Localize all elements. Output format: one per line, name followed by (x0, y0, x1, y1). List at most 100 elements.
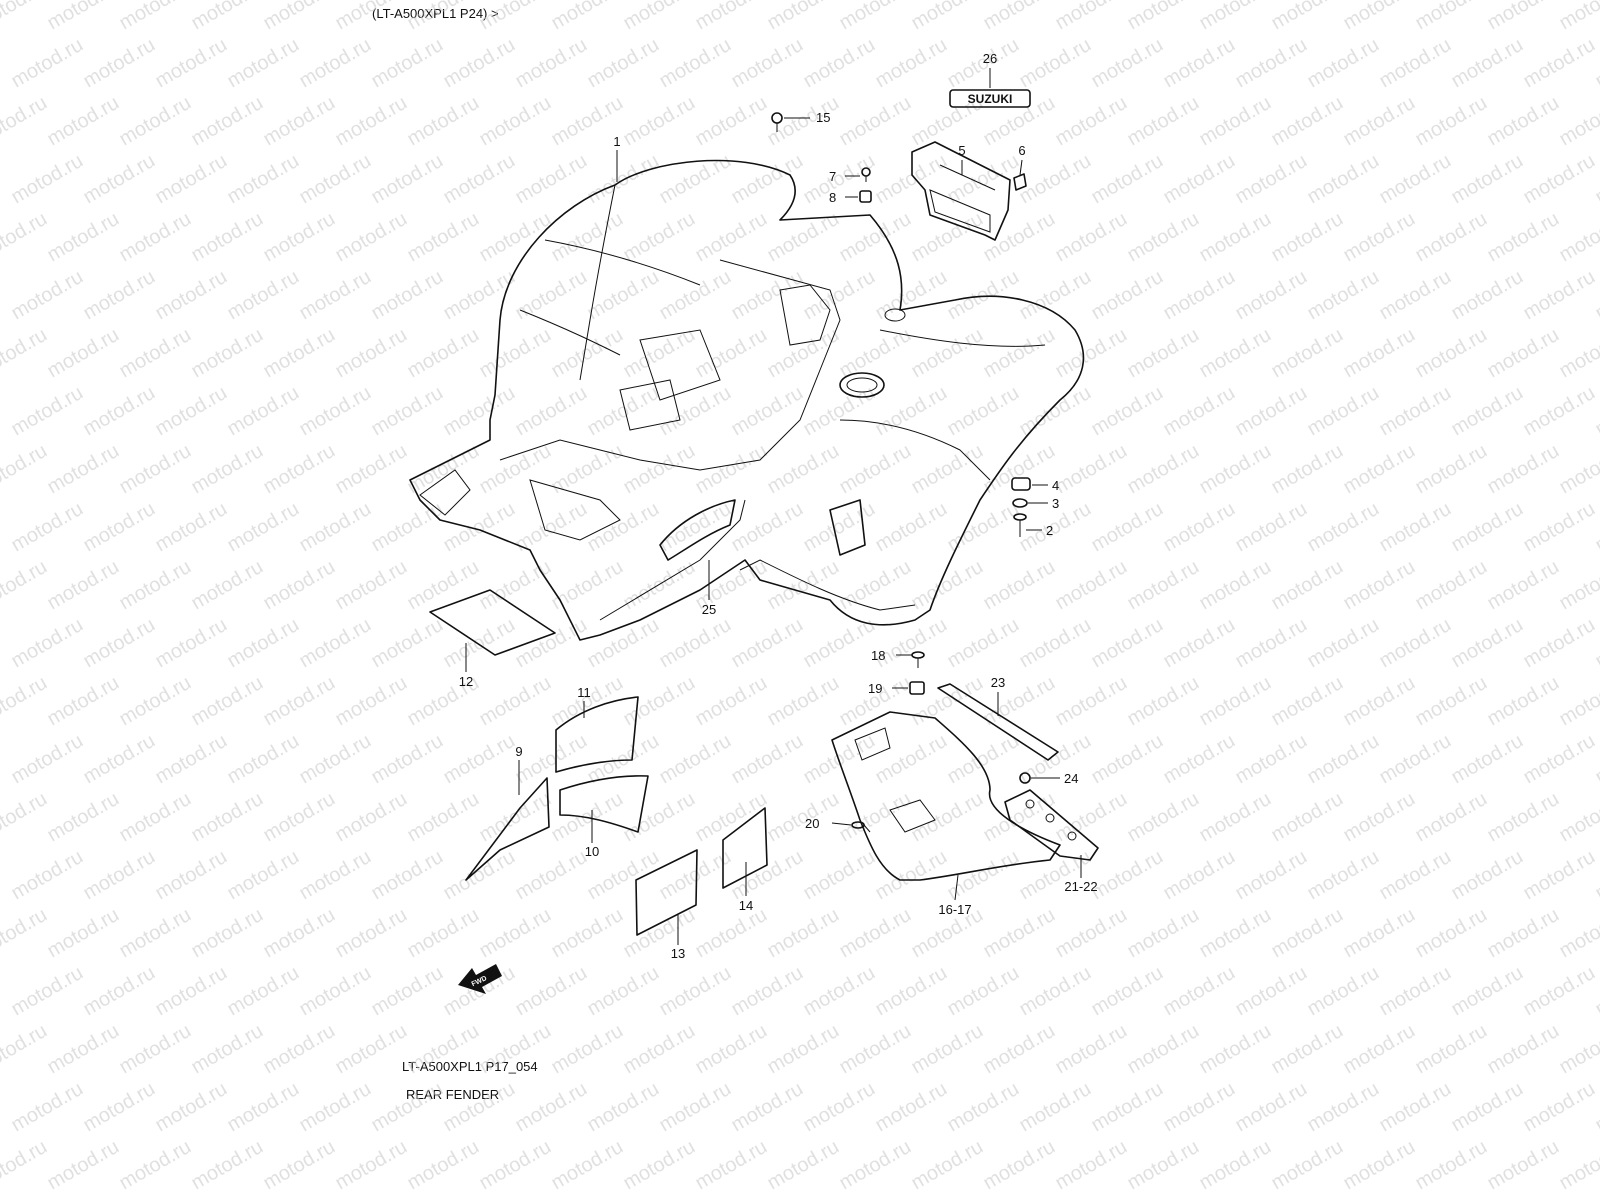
watermark-text: motod.ru (1304, 34, 1383, 93)
watermark-text: motod.ru (1376, 730, 1455, 789)
watermark-text: motod.ru (1304, 382, 1383, 441)
watermark-text: motod.ru (476, 556, 555, 615)
watermark-text: motod.ru (1052, 1020, 1131, 1079)
callout-1: 1 (613, 134, 620, 149)
watermark-text: motod.ru (512, 382, 591, 441)
callout-12: 12 (459, 674, 473, 689)
watermark-text: motod.ru (1448, 266, 1527, 325)
watermark-text: motod.ru (980, 556, 1059, 615)
watermark-text: motod.ru (656, 730, 735, 789)
emblem-text: SUZUKI (968, 92, 1013, 106)
watermark-text: motod.ru (224, 34, 303, 93)
clip-6 (1013, 173, 1027, 191)
watermark-text: motod.ru (1088, 1194, 1167, 1200)
callout-6: 6 (1018, 143, 1025, 158)
watermark-text: motod.ru (404, 788, 483, 847)
watermark-text: motod.ru (1448, 614, 1527, 673)
watermark-text: motod.ru (1484, 788, 1563, 847)
watermark-text: motod.ru (1196, 556, 1275, 615)
watermark-text: motod.ru (368, 962, 447, 1021)
watermark-text: motod.ru (980, 1136, 1059, 1195)
watermark-text: motod.ru (1124, 92, 1203, 151)
watermark-text: motod.ru (8, 266, 87, 325)
watermark-text: motod.ru (80, 498, 159, 557)
watermark-text: motod.ru (872, 846, 951, 905)
watermark-text: motod.ru (476, 1136, 555, 1195)
watermark-text: motod.ru (764, 92, 843, 151)
watermark-text: motod.ru (944, 266, 1023, 325)
watermark-text: motod.ru (152, 962, 231, 1021)
watermark-text: motod.ru (692, 0, 771, 34)
watermark-text: motod.ru (1124, 440, 1203, 499)
watermark-text: motod.ru (188, 556, 267, 615)
watermark-text: motod.ru (620, 788, 699, 847)
watermark-text: motod.ru (0, 440, 51, 499)
watermark-text: motod.ru (1232, 34, 1311, 93)
watermark-text: motod.ru (224, 498, 303, 557)
watermark-text: motod.ru (332, 440, 411, 499)
watermark-text: motod.ru (1448, 382, 1527, 441)
watermark-text: motod.ru (656, 962, 735, 1021)
watermark-text: motod.ru (800, 846, 879, 905)
watermark-text: motod.ru (980, 0, 1059, 34)
watermark-text: motod.ru (1484, 904, 1563, 963)
watermark-text: motod.ru (800, 266, 879, 325)
watermark-text: motod.ru (368, 846, 447, 905)
watermark-text: motod.ru (224, 846, 303, 905)
watermark-text: motod.ru (116, 208, 195, 267)
watermark-text: motod.ru (224, 1194, 303, 1200)
watermark-text: motod.ru (692, 1136, 771, 1195)
watermark-text: motod.ru (1556, 0, 1600, 34)
pad-10 (559, 775, 649, 833)
watermark-text: motod.ru (872, 962, 951, 1021)
watermark-text: motod.ru (1268, 904, 1347, 963)
watermark-text: motod.ru (1088, 614, 1167, 673)
watermark-text: motod.ru (1520, 730, 1599, 789)
watermark-text: motod.ru (1340, 92, 1419, 151)
watermark-text: motod.ru (1160, 382, 1239, 441)
watermark-text: motod.ru (656, 614, 735, 673)
watermark-text: motod.ru (1052, 556, 1131, 615)
watermark-text: motod.ru (1340, 788, 1419, 847)
watermark-text: motod.ru (332, 556, 411, 615)
watermark-text: motod.ru (1340, 324, 1419, 383)
watermark-text: motod.ru (1016, 382, 1095, 441)
watermark-text: motod.ru (1412, 904, 1491, 963)
watermark-text: motod.ru (44, 92, 123, 151)
watermark-text: motod.ru (1448, 730, 1527, 789)
watermark-text: motod.ru (440, 1194, 519, 1200)
watermark-text: motod.ru (116, 904, 195, 963)
watermark-text: motod.ru (1412, 92, 1491, 151)
watermark-text: motod.ru (296, 730, 375, 789)
watermark-text: motod.ru (908, 324, 987, 383)
watermark-text: motod.ru (548, 0, 627, 34)
screw-7 (861, 167, 871, 182)
watermark-text: motod.ru (1412, 672, 1491, 731)
callout-2: 2 (1046, 523, 1053, 538)
watermark-text: motod.ru (548, 324, 627, 383)
watermark-text: motod.ru (1016, 614, 1095, 673)
watermark-text: motod.ru (1088, 266, 1167, 325)
bolt-15 (771, 112, 783, 132)
watermark-text: motod.ru (80, 962, 159, 1021)
watermark-text: motod.ru (1232, 498, 1311, 557)
watermark-text: motod.ru (1376, 962, 1455, 1021)
strip-23 (937, 683, 1059, 761)
watermark-text: motod.ru (332, 1020, 411, 1079)
watermark-text: motod.ru (440, 382, 519, 441)
callout-24: 24 (1064, 771, 1078, 786)
watermark-text: motod.ru (44, 904, 123, 963)
watermark-text: motod.ru (188, 672, 267, 731)
watermark-text: motod.ru (296, 150, 375, 209)
watermark-text: motod.ru (1160, 266, 1239, 325)
watermark-text: motod.ru (440, 614, 519, 673)
watermark-text: motod.ru (332, 788, 411, 847)
pad-14 (722, 807, 768, 889)
watermark-text: motod.ru (548, 556, 627, 615)
watermark-text: motod.ru (1448, 34, 1527, 93)
header-reference: (LT-A500XPL1 P24) > (372, 6, 499, 21)
watermark-text: motod.ru (0, 904, 51, 963)
watermark-text: motod.ru (1052, 672, 1131, 731)
nut-19 (909, 681, 925, 695)
